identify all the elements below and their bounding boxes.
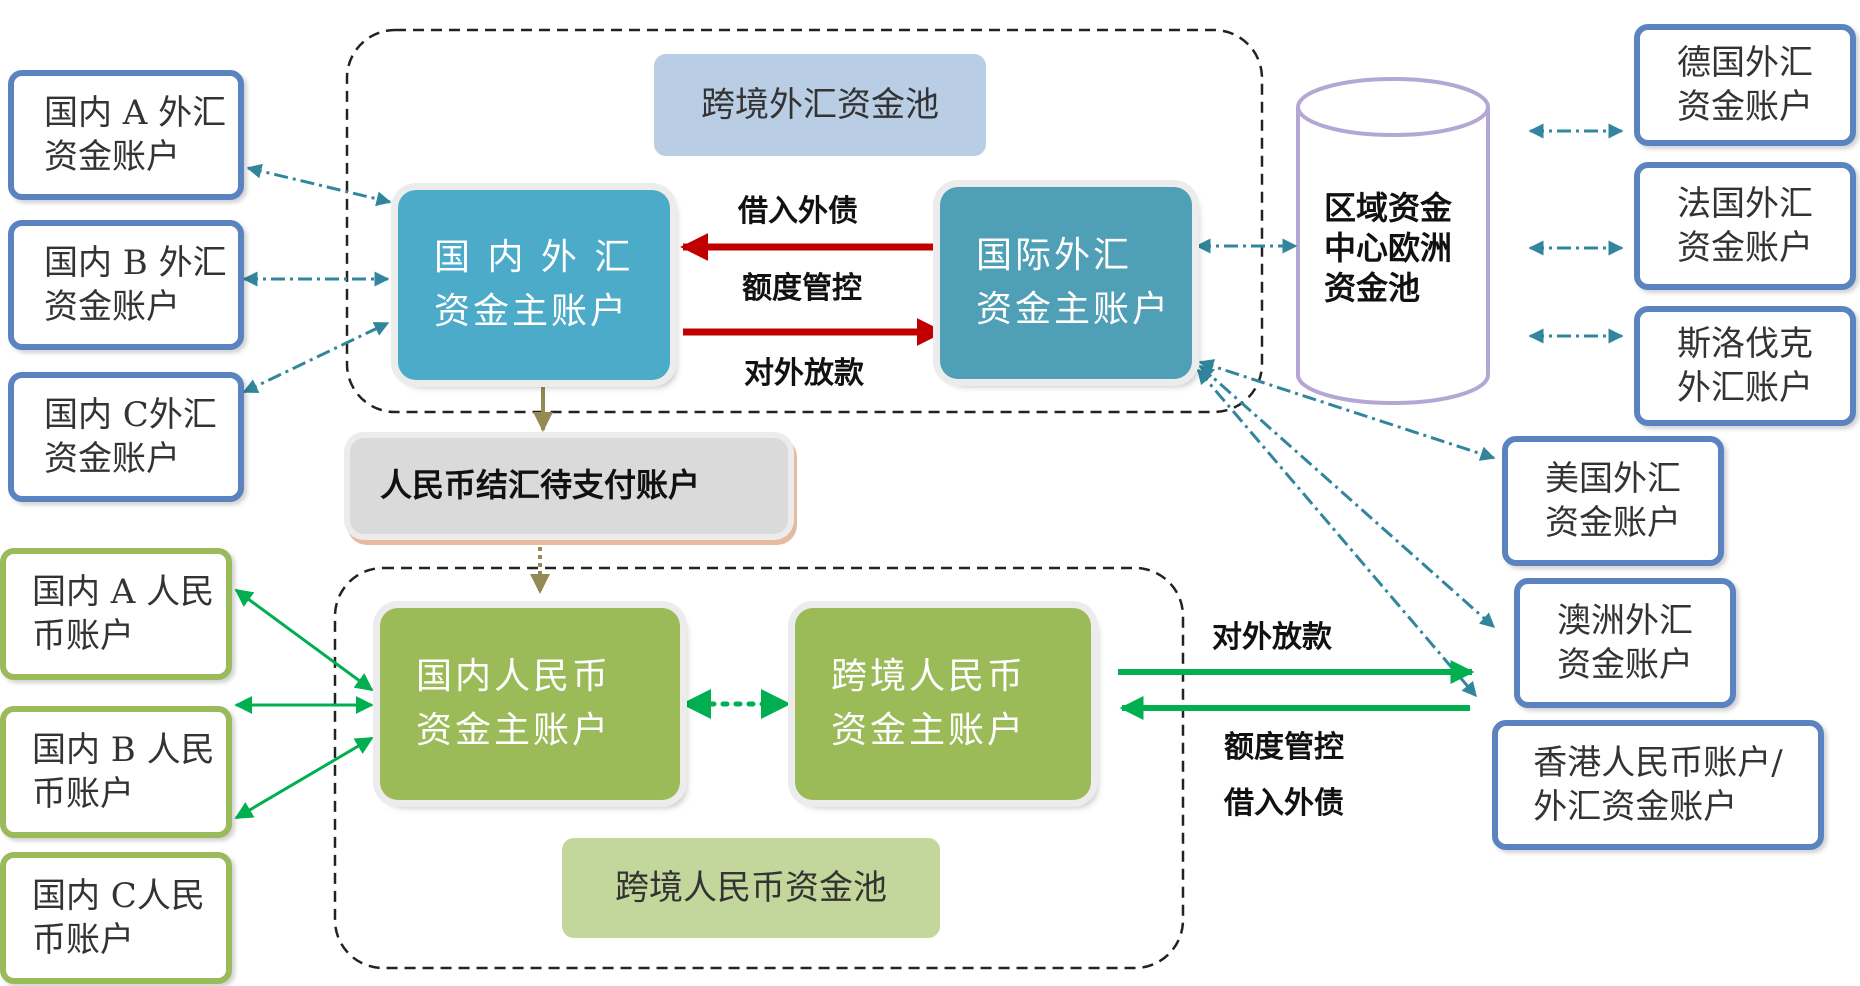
domestic-rmb-account-b: 国内 B 人民 币账户 — [0, 706, 232, 838]
fx-borrow-label: 借入外债 — [738, 194, 858, 229]
cross-rmb-main-account: 跨境人民币 资金主账户 — [795, 608, 1091, 800]
domestic-fx-main-account: 国 内 外 汇 资金主账户 — [398, 190, 670, 380]
arrow-intl-au — [1198, 364, 1496, 629]
us-fx-account: 美国外汇 资金账户 — [1502, 436, 1724, 566]
fx-pool-label: 跨境外汇资金池 — [654, 54, 986, 156]
rmb-pool-label: 跨境人民币资金池 — [562, 838, 940, 938]
rmb-borrow-label: 借入外债 — [1224, 786, 1344, 821]
domestic-rmb-main-account: 国内人民币 资金主账户 — [380, 608, 680, 800]
fx-pool-frame — [345, 28, 1264, 414]
domestic-rmb-account-a: 国内 A 人民 币账户 — [0, 548, 232, 680]
domestic-fx-account-a: 国内 A 外汇 资金账户 — [8, 70, 244, 200]
arrow-rmb-a — [234, 588, 374, 692]
europe-pool-cylinder — [1296, 77, 1490, 405]
arrow-fx-a — [246, 163, 392, 207]
rmb-lend-label: 对外放款 — [1212, 620, 1332, 655]
rmb-settlement-account: 人民币结汇待支付账户 — [350, 438, 788, 534]
australia-fx-account: 澳洲外汇 资金账户 — [1514, 578, 1736, 708]
intl-fx-main-account: 国际外汇 资金主账户 — [940, 187, 1192, 379]
rmb-quota-label: 额度管控 — [1224, 730, 1344, 765]
slovakia-fx-account: 斯洛伐克 外汇账户 — [1634, 306, 1856, 426]
domestic-rmb-account-c: 国内 C人民 币账户 — [0, 852, 232, 984]
germany-fx-account: 德国外汇 资金账户 — [1634, 24, 1856, 146]
fx-lend-label: 对外放款 — [744, 356, 864, 391]
domestic-fx-account-b: 国内 B 外汇 资金账户 — [8, 220, 244, 350]
france-fx-account: 法国外汇 资金账户 — [1634, 162, 1856, 290]
arrow-fx-c — [242, 321, 390, 394]
hk-rmb-fx-account: 香港人民币账户/ 外汇资金账户 — [1492, 720, 1824, 850]
domestic-fx-account-c: 国内 C外汇 资金账户 — [8, 372, 244, 502]
fx-quota-label: 额度管控 — [742, 271, 862, 306]
arrow-intl-hk — [1196, 368, 1478, 698]
arrow-rmb-c — [234, 736, 374, 820]
europe-pool-label: 区域资金 中心欧洲 资金池 — [1324, 188, 1453, 307]
